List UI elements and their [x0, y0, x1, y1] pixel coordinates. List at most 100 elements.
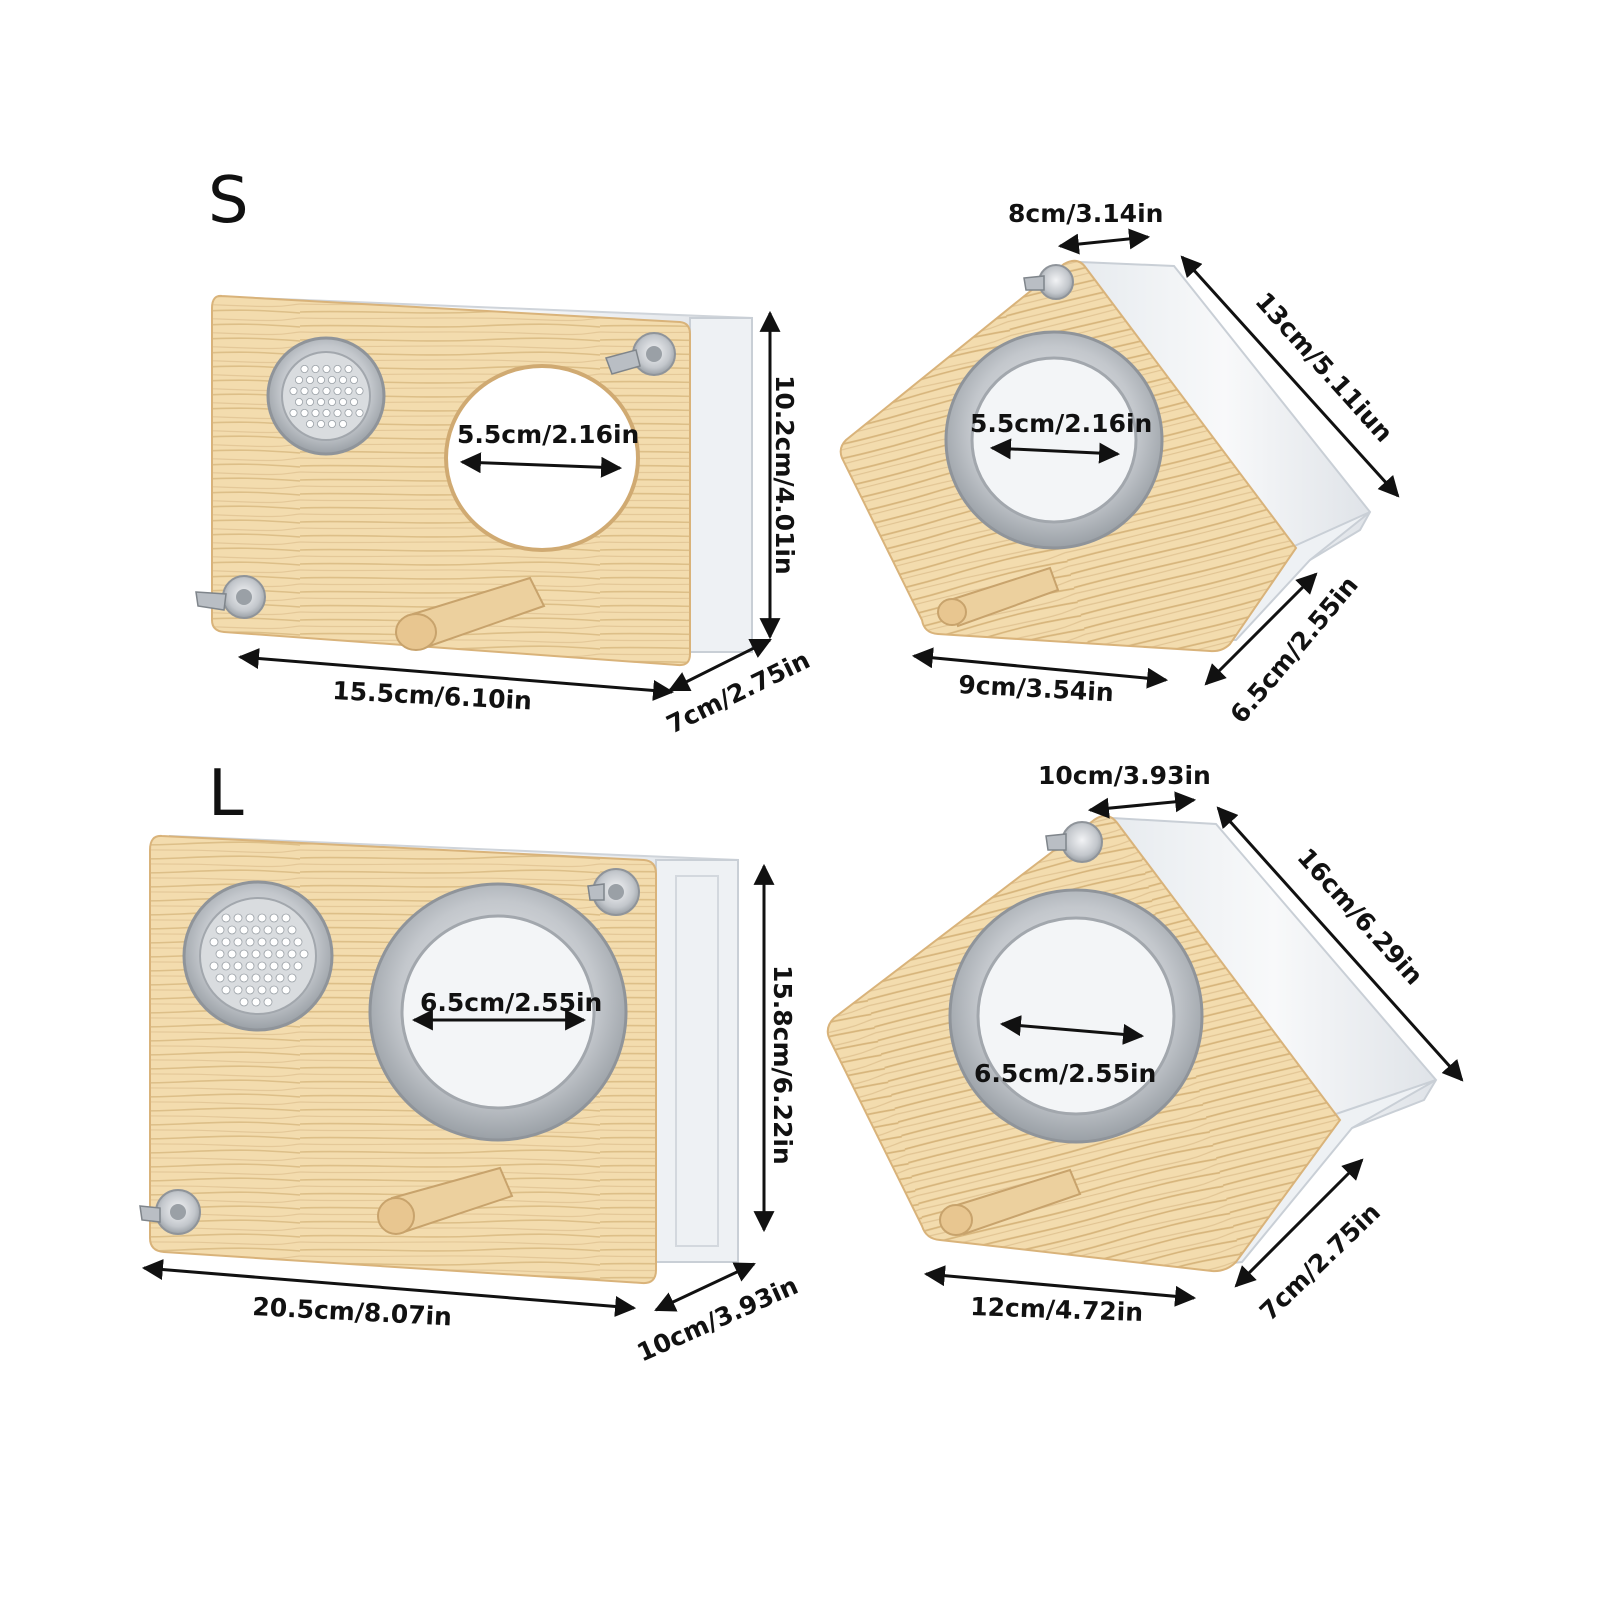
vent-hole: [344, 408, 353, 417]
vent-hole: [245, 913, 255, 923]
vent-hole: [221, 913, 231, 923]
vent-hole: [275, 973, 285, 983]
wing-nut-top-right: [605, 332, 676, 376]
vent-hole: [349, 397, 358, 406]
vent-hole: [263, 949, 273, 959]
vent-hole: [245, 985, 255, 995]
wing-nut-top: [1045, 821, 1103, 863]
vent-hole: [305, 375, 314, 384]
vent-hole: [239, 997, 249, 1007]
dim-arrow-large-side-depth: [1234, 1158, 1364, 1288]
metal-entrance-ring: [944, 330, 1164, 550]
entrance-hole: [444, 364, 640, 552]
dim-arrow-large-side-slant: [1216, 806, 1464, 1082]
dim-small-front-hole: 5.5cm/2.16in: [457, 420, 639, 449]
vent-hole: [300, 408, 309, 417]
dim-arrow-small-depth: [668, 638, 772, 692]
vent-hole: [263, 973, 273, 983]
vent-hole: [344, 364, 353, 373]
vent-hole: [287, 925, 297, 935]
dim-arrow-small-side-hole: [989, 438, 1121, 464]
vent-hole: [221, 961, 231, 971]
dim-large-front-height: 15.8cm/6.22in: [768, 965, 797, 1165]
vent-hole: [300, 364, 309, 373]
vent-hole: [322, 364, 331, 373]
dim-arrow-small-hole: [459, 452, 623, 478]
dim-large-front-hole: 6.5cm/2.55in: [420, 988, 602, 1017]
vent-hole: [300, 386, 309, 395]
vent-hole: [316, 397, 325, 406]
vent-hole: [299, 949, 309, 959]
vent-hole: [293, 937, 303, 947]
vent-hole: [275, 925, 285, 935]
size-label-small: S: [208, 164, 249, 238]
vent-hole: [287, 973, 297, 983]
vent-hole: [251, 925, 261, 935]
vent-hole: [263, 997, 273, 1007]
size-label-large: L: [208, 757, 244, 831]
dim-arrow-large-side-top: [1087, 791, 1197, 819]
dim-large-front-width: 20.5cm/8.07in: [252, 1292, 453, 1331]
wing-nut-bottom-left: [195, 575, 266, 619]
vent-hole: [221, 937, 231, 947]
dim-large-side-bottom: 12cm/4.72in: [970, 1292, 1144, 1327]
vent-hole: [355, 386, 364, 395]
vent-hole: [305, 419, 314, 428]
vent-hole: [294, 375, 303, 384]
metal-entrance-ring: [948, 888, 1204, 1144]
vent-hole: [316, 419, 325, 428]
wooden-perch: [937, 566, 1060, 628]
vent-hole: [305, 397, 314, 406]
vent-hole: [275, 949, 285, 959]
vent-hole: [344, 386, 353, 395]
vent-hole: [293, 961, 303, 971]
vent-hole: [349, 375, 358, 384]
dim-large-side-hole: 6.5cm/2.55in: [974, 1059, 1156, 1088]
wing-nut-top-right: [587, 868, 640, 916]
acrylic-side: [655, 859, 739, 1263]
acrylic-inner: [675, 875, 719, 1247]
vent-hole: [257, 985, 267, 995]
vent-hole: [327, 419, 336, 428]
vent-hole: [215, 973, 225, 983]
vent-hole: [338, 397, 347, 406]
vent-hole: [338, 375, 347, 384]
wing-nut-top: [1023, 264, 1074, 300]
small-front-box: [195, 294, 753, 667]
vent-hole: [245, 937, 255, 947]
vent-hole: [327, 375, 336, 384]
vent-hole: [209, 937, 219, 947]
vent-hole: [322, 408, 331, 417]
vent-hole: [215, 925, 225, 935]
vent-hole: [281, 937, 291, 947]
vent-hole: [263, 925, 273, 935]
vent-hole: [227, 973, 237, 983]
vent-hole: [239, 949, 249, 959]
dim-arrow-small-side-top: [1057, 228, 1151, 255]
vent-hole: [251, 949, 261, 959]
dim-small-side-hole: 5.5cm/2.16in: [970, 409, 1152, 438]
vent-hole: [289, 408, 298, 417]
dim-large-side-top: 10cm/3.93in: [1038, 761, 1211, 790]
vent-hole: [333, 386, 342, 395]
vent-hole: [227, 925, 237, 935]
wing-nut-bottom-left: [139, 1189, 201, 1235]
dim-arrow-large-depth: [654, 1262, 756, 1312]
vent-hole: [311, 408, 320, 417]
vent-hole: [333, 364, 342, 373]
acrylic-side: [689, 317, 753, 653]
dim-arrow-small-side-depth: [1204, 572, 1318, 686]
dim-small-side-bottom: 9cm/3.54in: [958, 670, 1115, 707]
vent-hole: [215, 949, 225, 959]
vent-hole: [316, 375, 325, 384]
dim-arrow-small-side-slant: [1180, 255, 1400, 498]
wooden-perch: [939, 1168, 1082, 1236]
vent-hole: [287, 949, 297, 959]
vent-hole: [322, 386, 331, 395]
vent-hole: [311, 386, 320, 395]
wooden-perch: [377, 1166, 514, 1235]
vent-hole: [294, 397, 303, 406]
vent-hole: [281, 913, 291, 923]
dim-arrow-large-width: [141, 1259, 637, 1317]
vent-hole: [227, 949, 237, 959]
